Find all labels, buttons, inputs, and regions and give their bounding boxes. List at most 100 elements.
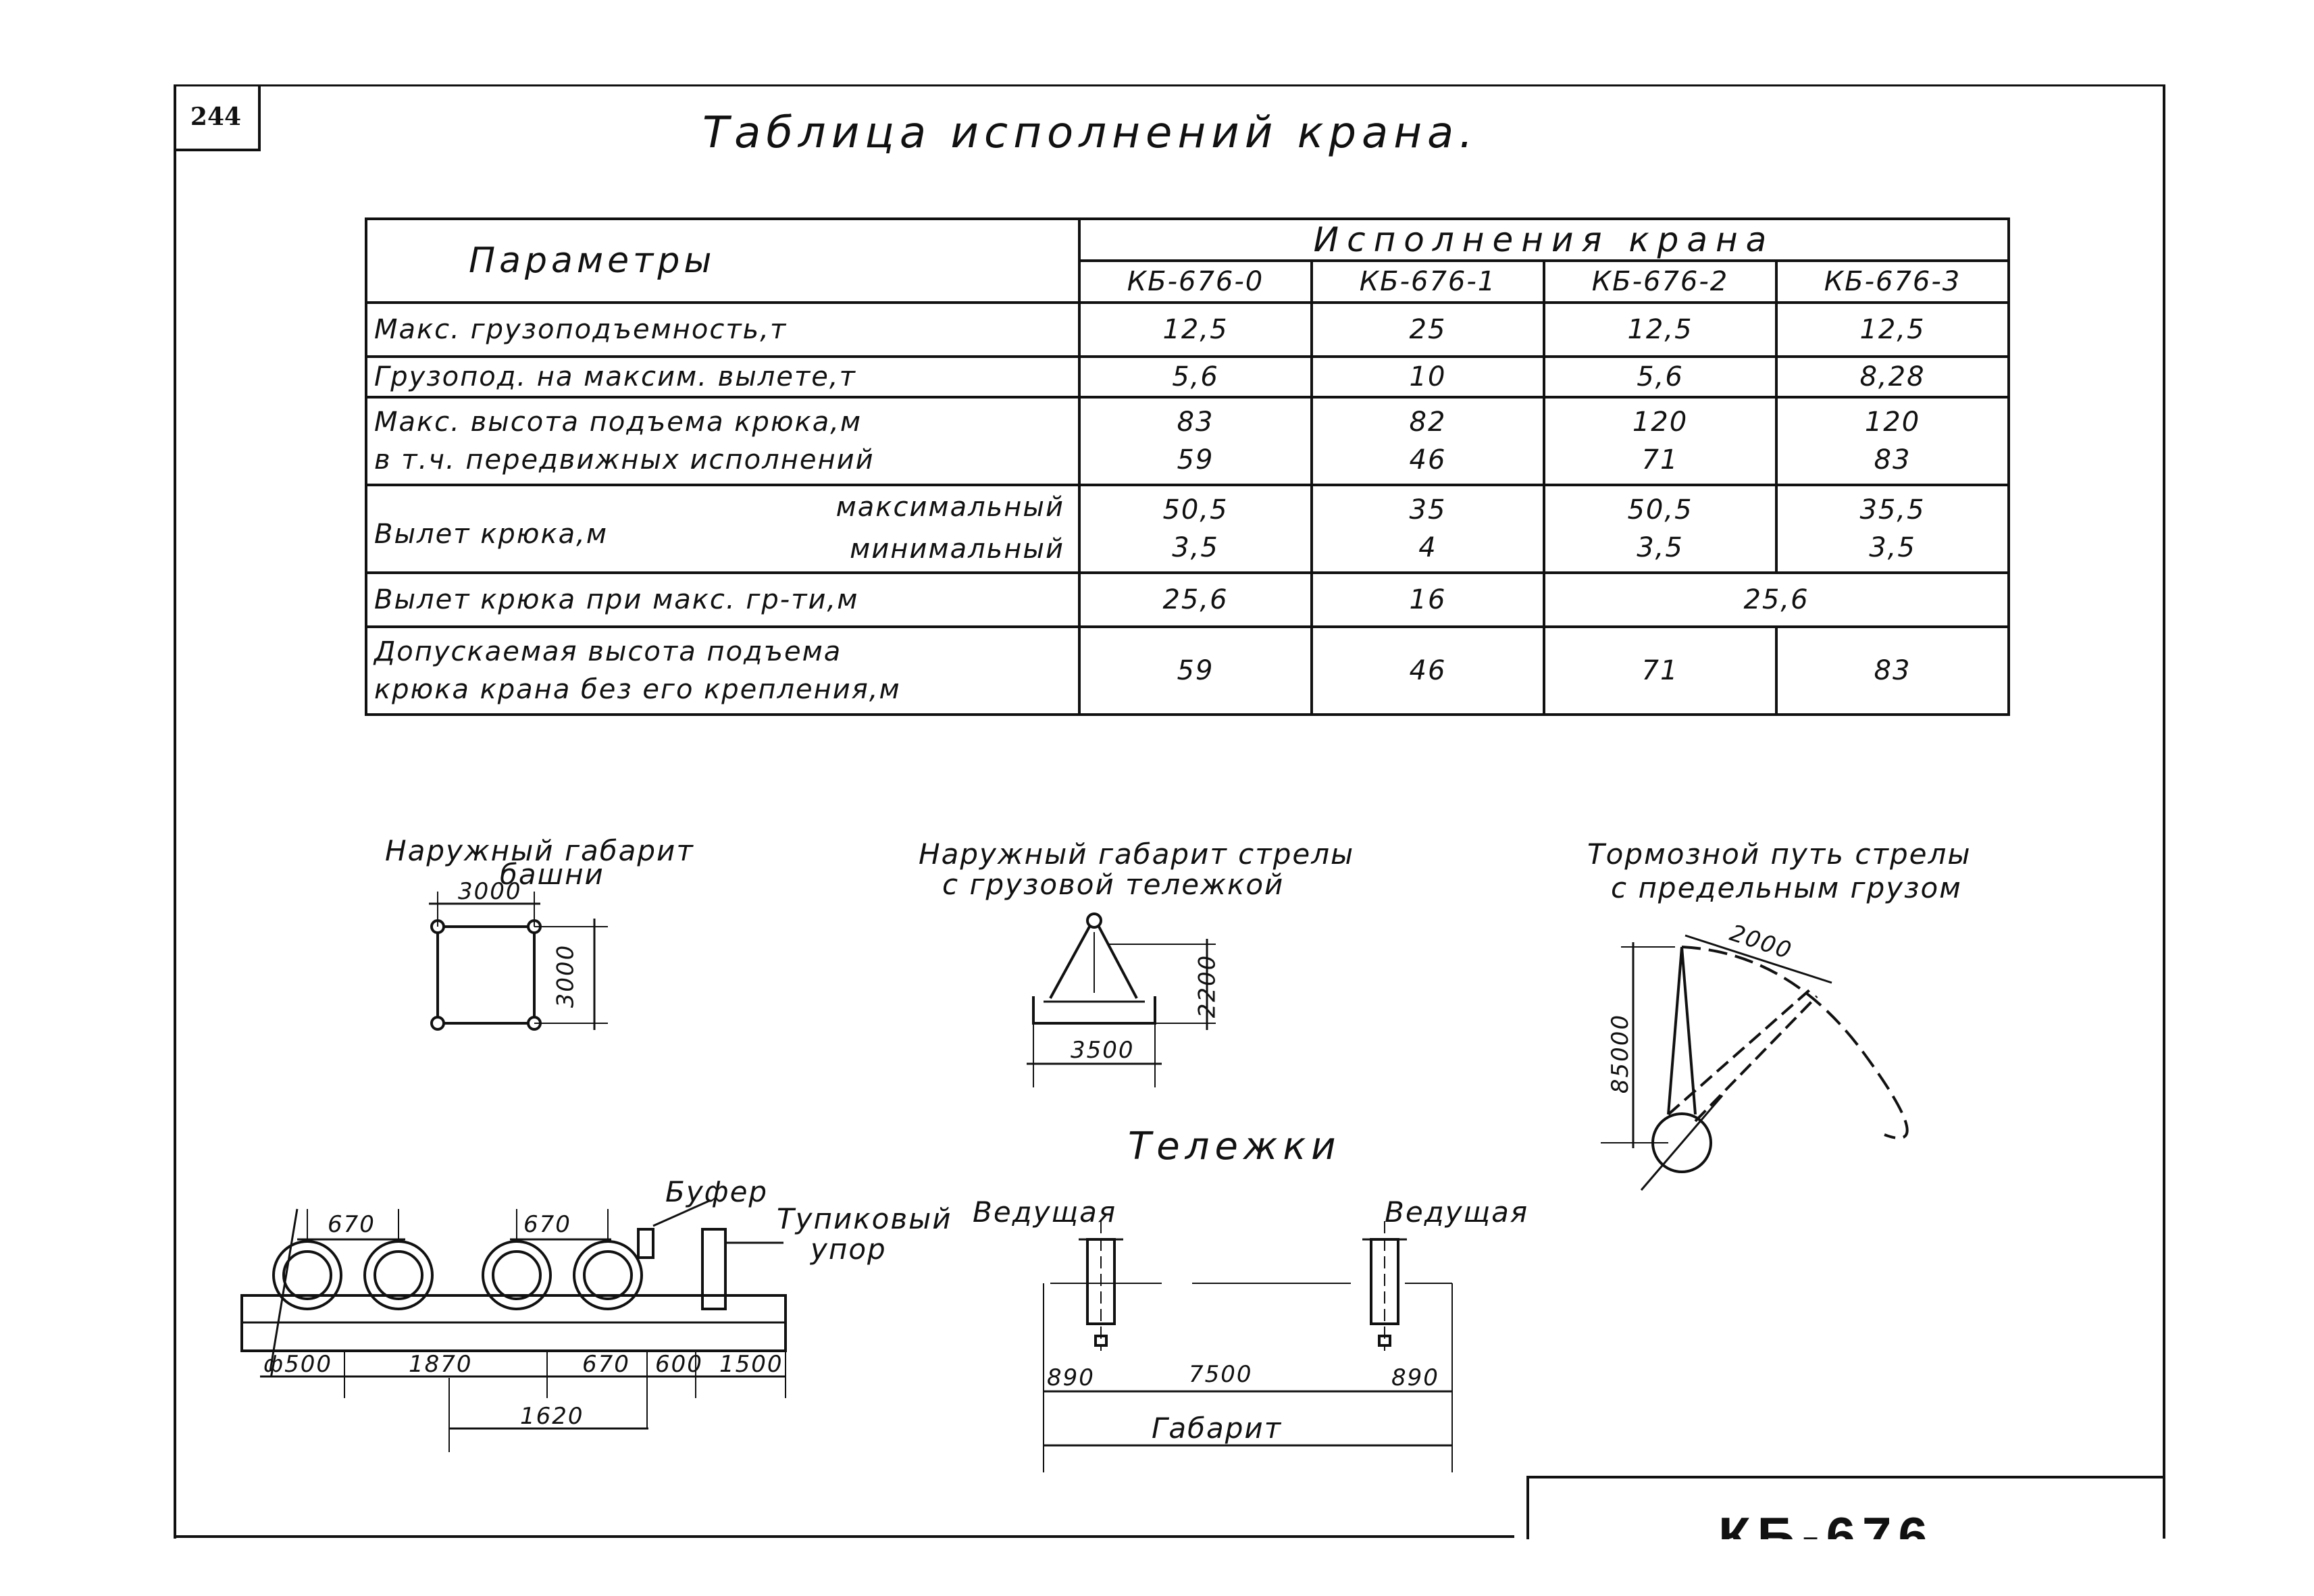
- cell-value: 120: [1864, 407, 1921, 438]
- table-row: Вылет крюка при макс. гр-ти,м 25,6 16 25…: [365, 571, 2010, 628]
- cell: 82 46: [1310, 396, 1545, 486]
- row-label-line2: крюка крана без его крепления,м: [374, 674, 901, 705]
- boom-dim-height: 2200: [1193, 954, 1221, 1019]
- page-title: Таблица исполнений крана.: [702, 108, 1479, 158]
- track-dim-spacing-1: 670: [328, 1211, 376, 1238]
- frame-bottom-line: [174, 1535, 1514, 1538]
- cell: 35,5 3,5: [1775, 484, 2010, 574]
- track-dim-diameter: ф500: [263, 1351, 332, 1378]
- cell: 50,5 3,5: [1078, 484, 1313, 574]
- cell: 16: [1310, 571, 1545, 628]
- cell: 12,5: [1543, 301, 1778, 358]
- cell: 46: [1310, 625, 1545, 716]
- cell: 83: [1775, 625, 2010, 716]
- drawing-frame: [174, 84, 2165, 1539]
- version-header: КБ-676-0: [1078, 259, 1313, 304]
- cell-value: 82: [1409, 407, 1447, 438]
- stop-label-2: упор: [811, 1233, 887, 1266]
- page-number: 244: [174, 84, 261, 151]
- version-header: КБ-676-1: [1310, 259, 1545, 304]
- cell: 25: [1310, 301, 1545, 358]
- cell-value: 46: [1409, 444, 1447, 475]
- versions-group-header: Исполнения крана: [1078, 217, 2010, 262]
- row-label: Макс. высота подъема крюка,м в т.ч. пере…: [365, 396, 1081, 486]
- tower-dim-width: 3000: [458, 878, 522, 905]
- boom-dim-width: 3500: [1071, 1037, 1135, 1064]
- cell-value: 50,5: [1627, 494, 1693, 525]
- cell: 5,6: [1543, 355, 1778, 398]
- row-label: Макс. грузоподъемность,т: [365, 301, 1081, 358]
- title-block: КБ-676: [1526, 1476, 2163, 1539]
- tower-label: Наружный габарит: [385, 834, 694, 867]
- cell: 50,5 3,5: [1543, 484, 1778, 574]
- bogies-heading: Тележки: [1128, 1125, 1341, 1168]
- row-label-main: Вылет крюка,м: [374, 519, 608, 550]
- cell: 35 4: [1310, 484, 1545, 574]
- cell: 83 59: [1078, 396, 1313, 486]
- cell-value: 71: [1641, 444, 1679, 475]
- drive-dim-left: 890: [1047, 1364, 1095, 1391]
- row-label-line1: Макс. высота подъема крюка,м: [374, 407, 863, 438]
- cell-value: 4: [1418, 532, 1437, 563]
- table-row: максимальный Вылет крюка,м минимальный 5…: [365, 484, 2010, 574]
- row-label-line1: Допускаемая высота подъема: [374, 636, 842, 667]
- tower-outline: [429, 892, 608, 1031]
- boom-section: [1027, 912, 1216, 1087]
- cell-value: 3,5: [1637, 532, 1684, 563]
- tower-label-2: башни: [500, 858, 605, 891]
- table-row: Макс. высота подъема крюка,м в т.ч. пере…: [365, 396, 2010, 486]
- row-label-line2: в т.ч. передвижных исполнений: [374, 444, 875, 475]
- table-row: Грузопод. на максим. вылете,т 5,6 10 5,6…: [365, 355, 2010, 398]
- braking-label: Тормозной путь стрелы: [1587, 838, 1972, 871]
- cell-value: 3,5: [1172, 532, 1219, 563]
- row-sublabel-max: максимальный: [835, 492, 1064, 523]
- row-sublabel-min: минимальный: [850, 534, 1064, 565]
- version-header: КБ-676-3: [1775, 259, 2010, 304]
- braking-diagram: [1601, 934, 1909, 1191]
- row-label: Допускаемая высота подъема крюка крана б…: [365, 625, 1081, 716]
- version-header: КБ-676-2: [1543, 259, 1778, 304]
- braking-dim-height: 85000: [1607, 1013, 1635, 1094]
- cell: 120 71: [1543, 396, 1778, 486]
- drive-overall-label: Габарит: [1152, 1412, 1283, 1445]
- cell: 12,5: [1775, 301, 2010, 358]
- buffer-label: Буфер: [665, 1175, 769, 1208]
- boom-label-2: с грузовой тележкой: [942, 868, 1285, 901]
- cell-value: 50,5: [1162, 494, 1229, 525]
- drive-label-right: Ведущая: [1385, 1195, 1529, 1229]
- cell-value: 59: [1177, 444, 1214, 475]
- track-dim-1620: 1620: [520, 1403, 584, 1430]
- track-dim-670: 670: [582, 1351, 630, 1378]
- tower-dim-height: 3000: [552, 944, 580, 1008]
- cell-value: 83: [1874, 444, 1911, 475]
- cell: 8,28: [1775, 355, 2010, 398]
- drive-label-left: Ведущая: [973, 1195, 1117, 1229]
- versions-table: Параметры Исполнения крана КБ-676-0 КБ-6…: [365, 217, 2010, 716]
- table-row: Макс. грузоподъемность,т 12,5 25 12,5 12…: [365, 301, 2010, 358]
- table-row: Допускаемая высота подъема крюка крана б…: [365, 625, 2010, 716]
- cell: 12,5: [1078, 301, 1313, 358]
- drive-dim-right: 890: [1391, 1364, 1439, 1391]
- cell: 120 83: [1775, 396, 2010, 486]
- track-dim-600: 600: [655, 1351, 703, 1378]
- cell: 25,6: [1543, 571, 2010, 628]
- track-dim-1870: 1870: [409, 1351, 473, 1378]
- cell-value: 120: [1632, 407, 1689, 438]
- cell: 10: [1310, 355, 1545, 398]
- cell-value: 35: [1409, 494, 1447, 525]
- title-block-code: КБ-676: [1718, 1506, 1934, 1539]
- cell: 5,6: [1078, 355, 1313, 398]
- cell: 71: [1543, 625, 1778, 716]
- track-dim-spacing-2: 670: [523, 1211, 571, 1238]
- params-header: Параметры: [365, 217, 1081, 304]
- cell-value: 3,5: [1869, 532, 1916, 563]
- track-dim-1500: 1500: [719, 1351, 783, 1378]
- drive-diagram: [1043, 1221, 1453, 1472]
- braking-label-2: с предельным грузом: [1611, 871, 1962, 904]
- boom-label: Наружный габарит стрелы: [919, 838, 1355, 871]
- cell: 25,6: [1078, 571, 1313, 628]
- drive-dim-middle: 7500: [1189, 1361, 1253, 1388]
- cell: 59: [1078, 625, 1313, 716]
- stop-label: Тупиковый: [777, 1202, 952, 1235]
